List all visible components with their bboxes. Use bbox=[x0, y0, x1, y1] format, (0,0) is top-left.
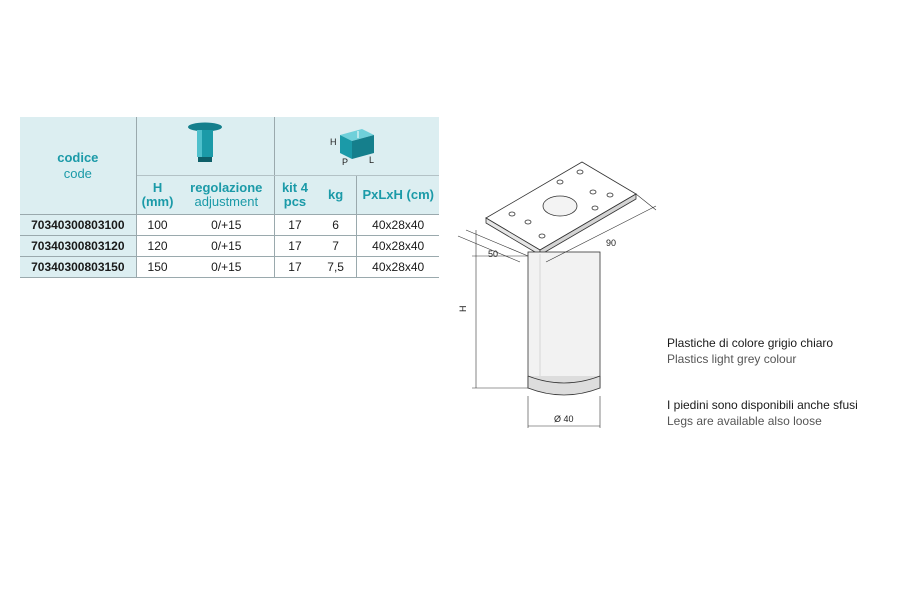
table-header-icons: codice code H P L bbox=[20, 117, 439, 215]
adjust-header-it: regolazione bbox=[190, 180, 263, 195]
note-loose-it: I piedini sono disponibili anche sfusi bbox=[667, 398, 858, 412]
row-h: 120 bbox=[136, 235, 179, 257]
row-kit: 17 bbox=[274, 256, 315, 278]
note-color-en: Plastics light grey colour bbox=[667, 352, 797, 366]
dim-height-label: H bbox=[458, 306, 468, 313]
row-kg: 7 bbox=[314, 235, 358, 257]
code-column-header: codice code bbox=[20, 117, 137, 215]
kg-column-header: kg bbox=[314, 175, 358, 215]
row-kit: 17 bbox=[274, 235, 315, 257]
h-column-header: H (mm) bbox=[136, 176, 178, 215]
row-adjust: 0/+15 bbox=[178, 256, 276, 278]
adjust-header-en: adjustment bbox=[194, 194, 259, 209]
note-color-it: Plastiche di colore grigio chiaro bbox=[667, 336, 834, 350]
table-row: 70340300803150 150 0/+15 17 7,5 40x28x40 bbox=[20, 256, 439, 278]
row-h: 150 bbox=[136, 256, 179, 278]
dim-depth-label: 50 bbox=[488, 249, 498, 259]
kit-header-line1: kit 4 bbox=[281, 180, 308, 195]
code-header-en: code bbox=[63, 165, 92, 181]
row-dims: 40x28x40 bbox=[356, 256, 439, 278]
h-header-unit: (mm) bbox=[141, 194, 174, 209]
kit-header-line2: pcs bbox=[283, 194, 307, 209]
row-adjust: 0/+15 bbox=[178, 235, 276, 257]
note-loose-en: Legs are available also loose bbox=[667, 414, 822, 428]
box-icon-l-label: L bbox=[369, 155, 374, 165]
row-dims: 40x28x40 bbox=[356, 235, 439, 257]
row-dims: 40x28x40 bbox=[356, 214, 439, 236]
dims-column-header: PxLxH (cm) bbox=[357, 176, 439, 215]
box-icon-cell: H P L bbox=[274, 117, 439, 176]
kg-header: kg bbox=[328, 187, 344, 202]
box-icon-h-label: H bbox=[330, 137, 337, 147]
row-adjust: 0/+15 bbox=[178, 214, 276, 236]
note-loose: I piedini sono disponibili anche sfusi L… bbox=[667, 397, 858, 429]
product-table: codice code H P L H (m bbox=[20, 117, 439, 278]
kit-column-header: kit 4 pcs bbox=[275, 176, 315, 215]
row-kg: 6 bbox=[314, 214, 358, 236]
table-row: 70340300803100 100 0/+15 17 6 40x28x40 bbox=[20, 214, 439, 236]
leg-technical-drawing: 50 90 H Ø 40 bbox=[457, 161, 657, 428]
row-kg: 7,5 bbox=[314, 256, 358, 278]
row-kit: 17 bbox=[274, 214, 315, 236]
leg-cylinder bbox=[527, 251, 601, 389]
dims-header: PxLxH (cm) bbox=[362, 187, 434, 202]
box-icon-p-label: P bbox=[342, 157, 348, 167]
h-header-label: H bbox=[152, 180, 163, 195]
note-color: Plastiche di colore grigio chiaro Plasti… bbox=[667, 335, 833, 367]
row-code: 70340300803100 bbox=[20, 214, 137, 236]
table-row: 70340300803120 120 0/+15 17 7 40x28x40 bbox=[20, 235, 439, 257]
adjust-column-header: regolazione adjustment bbox=[178, 175, 276, 215]
dim-diameter-label: Ø 40 bbox=[554, 414, 574, 424]
row-code: 70340300803120 bbox=[20, 235, 137, 257]
row-h: 100 bbox=[136, 214, 179, 236]
leg-icon-cell bbox=[136, 117, 276, 176]
dim-width-label: 90 bbox=[606, 238, 616, 248]
leg-icon bbox=[188, 122, 223, 162]
leg-foot bbox=[527, 376, 601, 396]
code-header-it: codice bbox=[57, 149, 99, 165]
box-icon: H P L bbox=[330, 128, 374, 167]
row-code: 70340300803150 bbox=[20, 256, 137, 278]
